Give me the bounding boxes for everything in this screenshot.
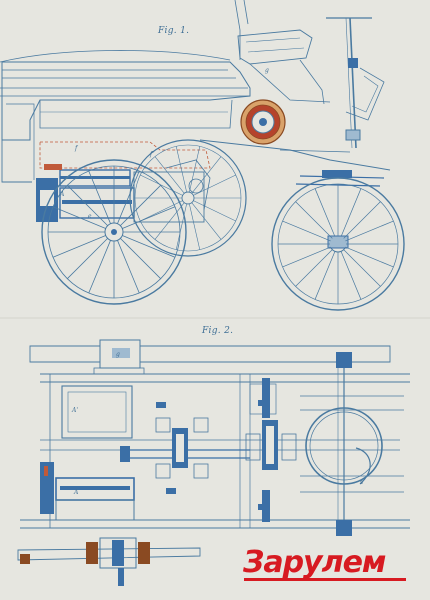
steering-ring	[300, 352, 404, 536]
plan-engine-bottom	[40, 462, 135, 521]
svg-text:A: A	[59, 191, 65, 198]
wheel-spoke	[122, 235, 176, 258]
wheel-spoke	[175, 203, 187, 250]
plan-engine-top	[61, 385, 133, 439]
wheel-spoke	[189, 203, 201, 250]
front-wheel	[271, 177, 405, 311]
svg-text:e: e	[88, 213, 92, 220]
wheel-spoke	[67, 185, 108, 226]
wheel-spoke	[295, 201, 333, 239]
wheel-spoke	[343, 201, 381, 239]
wheel-spoke	[67, 238, 108, 279]
wheel-spoke	[120, 185, 161, 226]
wheel-spoke	[314, 188, 336, 237]
svg-text:g: g	[265, 67, 269, 74]
wheel-spoke	[340, 251, 362, 300]
wheel-spoke	[117, 240, 140, 294]
watermark-suffix: рулем	[282, 545, 387, 580]
wheel-spoke	[154, 156, 185, 194]
watermark-prefix: За	[243, 545, 284, 580]
wheel-spoke	[175, 146, 187, 193]
wheel-spoke	[340, 188, 362, 237]
svg-text:f: f	[74, 145, 79, 152]
wheel-spoke	[88, 170, 111, 224]
bottom-axle	[17, 537, 201, 586]
figure-2-caption: Fig. 2.	[202, 326, 234, 336]
svg-text:s: s	[360, 479, 363, 486]
wheel-spoke	[88, 240, 111, 294]
wheel-spoke	[52, 206, 106, 229]
wheel-spoke	[193, 200, 236, 222]
wheel-spoke	[154, 202, 185, 240]
brand-watermark: Зарулем	[243, 538, 423, 588]
figure-1-side-view: g f f' e A	[0, 0, 405, 311]
carriage-body	[1, 61, 251, 141]
figure-1-caption: Fig. 1.	[158, 26, 190, 36]
steering-column	[326, 17, 372, 149]
wheel-spoke	[191, 202, 222, 240]
wheel-spoke	[282, 246, 331, 268]
wheel-spoke	[345, 246, 394, 268]
wheel-spoke	[193, 174, 236, 196]
engine-block	[36, 159, 211, 223]
svg-text:A: A	[73, 489, 79, 496]
top-axle	[29, 339, 391, 375]
wheel-spoke	[140, 200, 183, 222]
wheel-spoke	[117, 170, 140, 224]
flywheel	[240, 99, 286, 145]
figure-2-letter-labels: A' A g s	[71, 351, 363, 496]
middle-wheel	[129, 139, 247, 257]
driver-seat	[237, 29, 313, 65]
figure-1-letter-labels: g f f' e A	[59, 67, 269, 220]
wheel-spoke	[189, 146, 201, 193]
wheel-spoke	[295, 249, 333, 287]
svg-text:g: g	[116, 351, 120, 358]
svg-text:f': f'	[149, 151, 154, 158]
watermark-underline	[244, 578, 406, 581]
wheel-spoke	[120, 238, 161, 279]
wheel-spoke	[122, 206, 176, 229]
svg-text:A': A'	[71, 407, 78, 414]
wheel-spoke	[282, 220, 331, 242]
figure-2-plan-view: A' A g s	[17, 339, 410, 586]
wheel-spoke	[140, 174, 183, 196]
wheel-spoke	[343, 249, 381, 287]
wheel-spoke	[314, 251, 336, 300]
wheel-spoke	[345, 220, 394, 242]
wheel-spoke	[191, 156, 222, 194]
central-gear-assembly	[120, 378, 297, 522]
wheel-spoke	[52, 235, 106, 258]
